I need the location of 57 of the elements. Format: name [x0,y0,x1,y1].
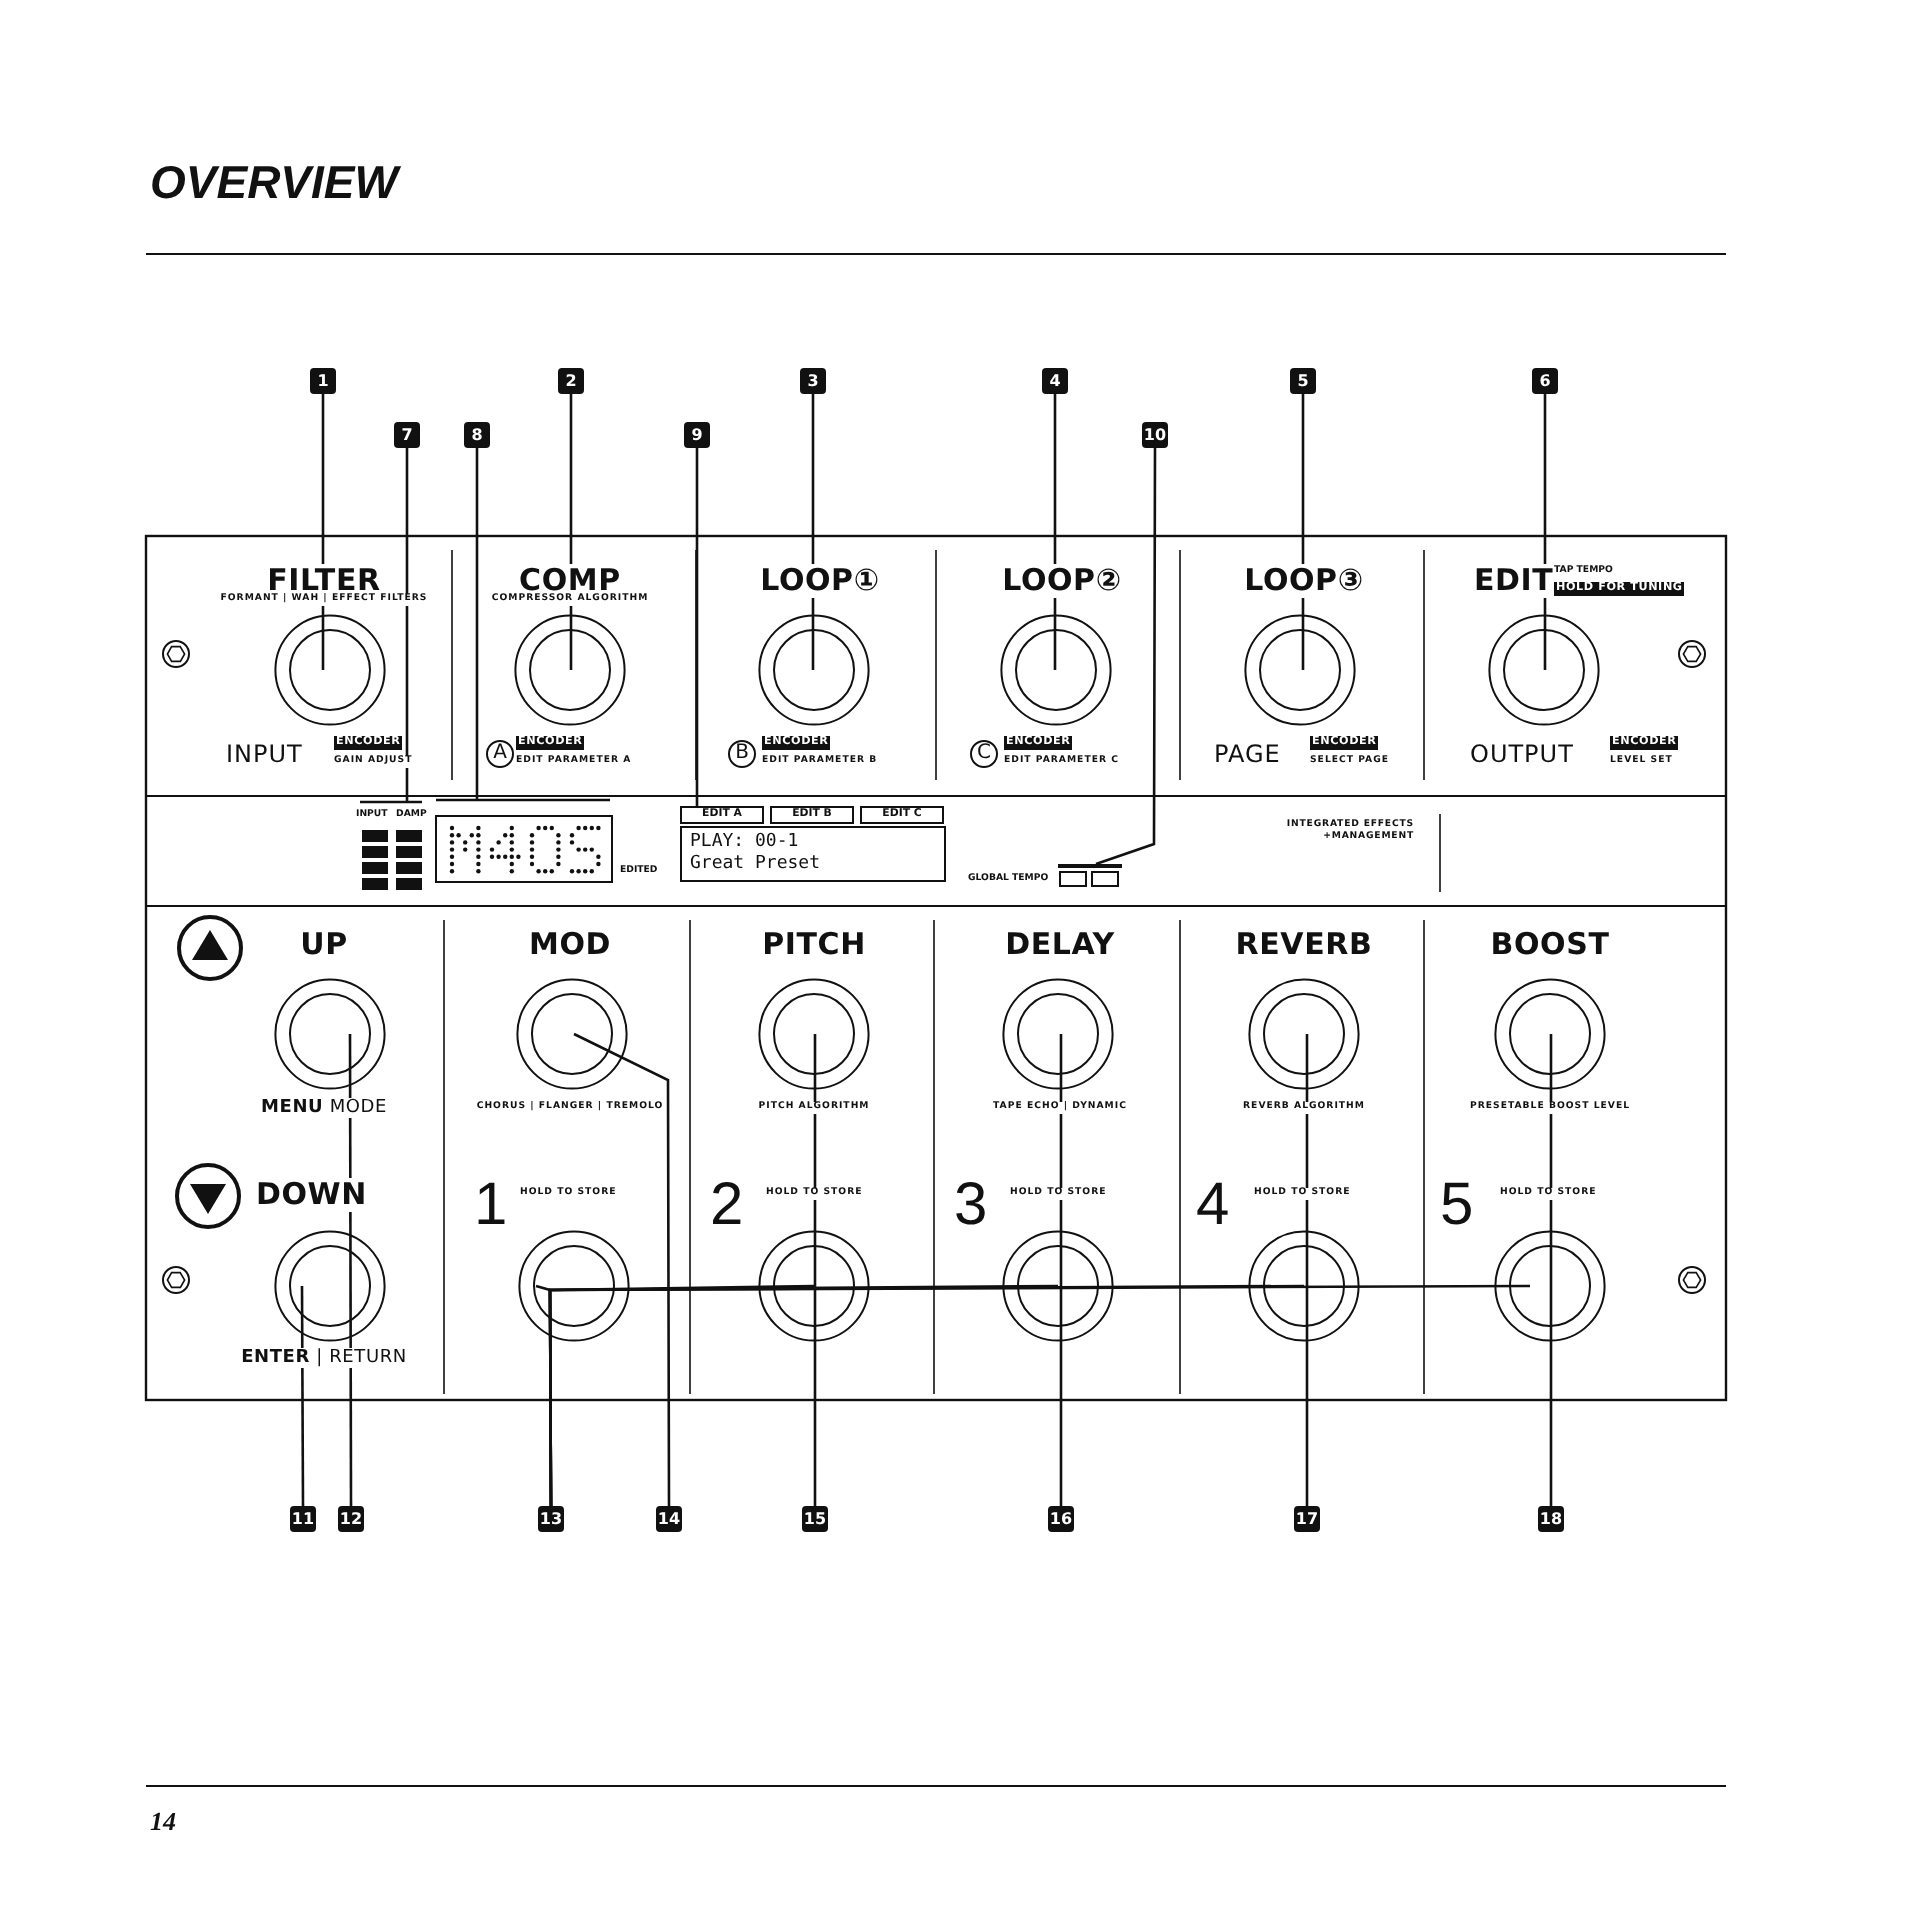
lcd-text: Great Preset [690,854,823,876]
callout-number: 11 [290,1506,316,1532]
callout-number: 18 [1538,1506,1564,1532]
callout-number: 15 [802,1506,828,1532]
leader-line [548,1284,1530,1506]
leader-line [811,394,815,670]
leader-line [695,448,699,806]
callout-number: 4 [1042,368,1068,394]
key-label: LOOP② [1002,564,1122,598]
page-number: 14 [150,1806,176,1838]
leader-line [434,446,612,802]
encoder-letter: A [486,740,514,768]
callout-number: 12 [338,1506,364,1532]
encoder-label: OUTPUT [1470,740,1574,768]
preset-number: 5 [1440,1176,1474,1236]
leader-line [1059,1034,1063,1506]
preset-number: 2 [710,1176,744,1236]
callout-number: 5 [1290,368,1316,394]
leader-line [573,1032,671,1506]
leader-line [1053,394,1057,670]
encoder-label: PAGE [1214,740,1281,768]
tempo-led-pair [1058,864,1122,888]
leader-line [1543,394,1547,670]
leader-line [1095,448,1157,866]
leader-line [1305,1034,1309,1506]
leader-line [1549,1034,1553,1506]
callout-number: 2 [558,368,584,394]
callout-number: 14 [656,1506,682,1532]
callout-number: 3 [800,368,826,394]
callout-number: 9 [684,422,710,448]
callout-number: 1 [310,368,336,394]
key-label: DOWN [256,1178,368,1212]
encoder-letter: C [970,740,998,768]
callout-number: 6 [1532,368,1558,394]
preset-number: 4 [1196,1176,1230,1236]
key-label: LOOP① [760,564,880,598]
lcd-display [680,806,946,882]
leader-line [300,1286,305,1506]
lcd-text: PLAY: 00-1 [690,832,801,854]
leader-line [358,446,424,804]
callout-number: 7 [394,422,420,448]
preset-number: 1 [474,1176,508,1236]
callout-number: 17 [1294,1506,1320,1532]
callout-number: 10 [1142,422,1168,448]
key-label: EDIT [1474,564,1554,598]
callout-number: 16 [1048,1506,1074,1532]
callout-number: 13 [538,1506,564,1532]
function-text: ENTER | RETURN [241,1348,407,1368]
encoder-letter: B [728,740,756,768]
key-label: LOOP③ [1244,564,1364,598]
callout-number: 8 [464,422,490,448]
encoder-label: INPUT [226,740,303,768]
function-text: MENU MODE [261,1098,387,1118]
preset-number: 3 [954,1176,988,1236]
leader-line [813,1034,817,1506]
leader-line [1301,394,1305,670]
page-title: OVERVIEW [150,156,398,210]
